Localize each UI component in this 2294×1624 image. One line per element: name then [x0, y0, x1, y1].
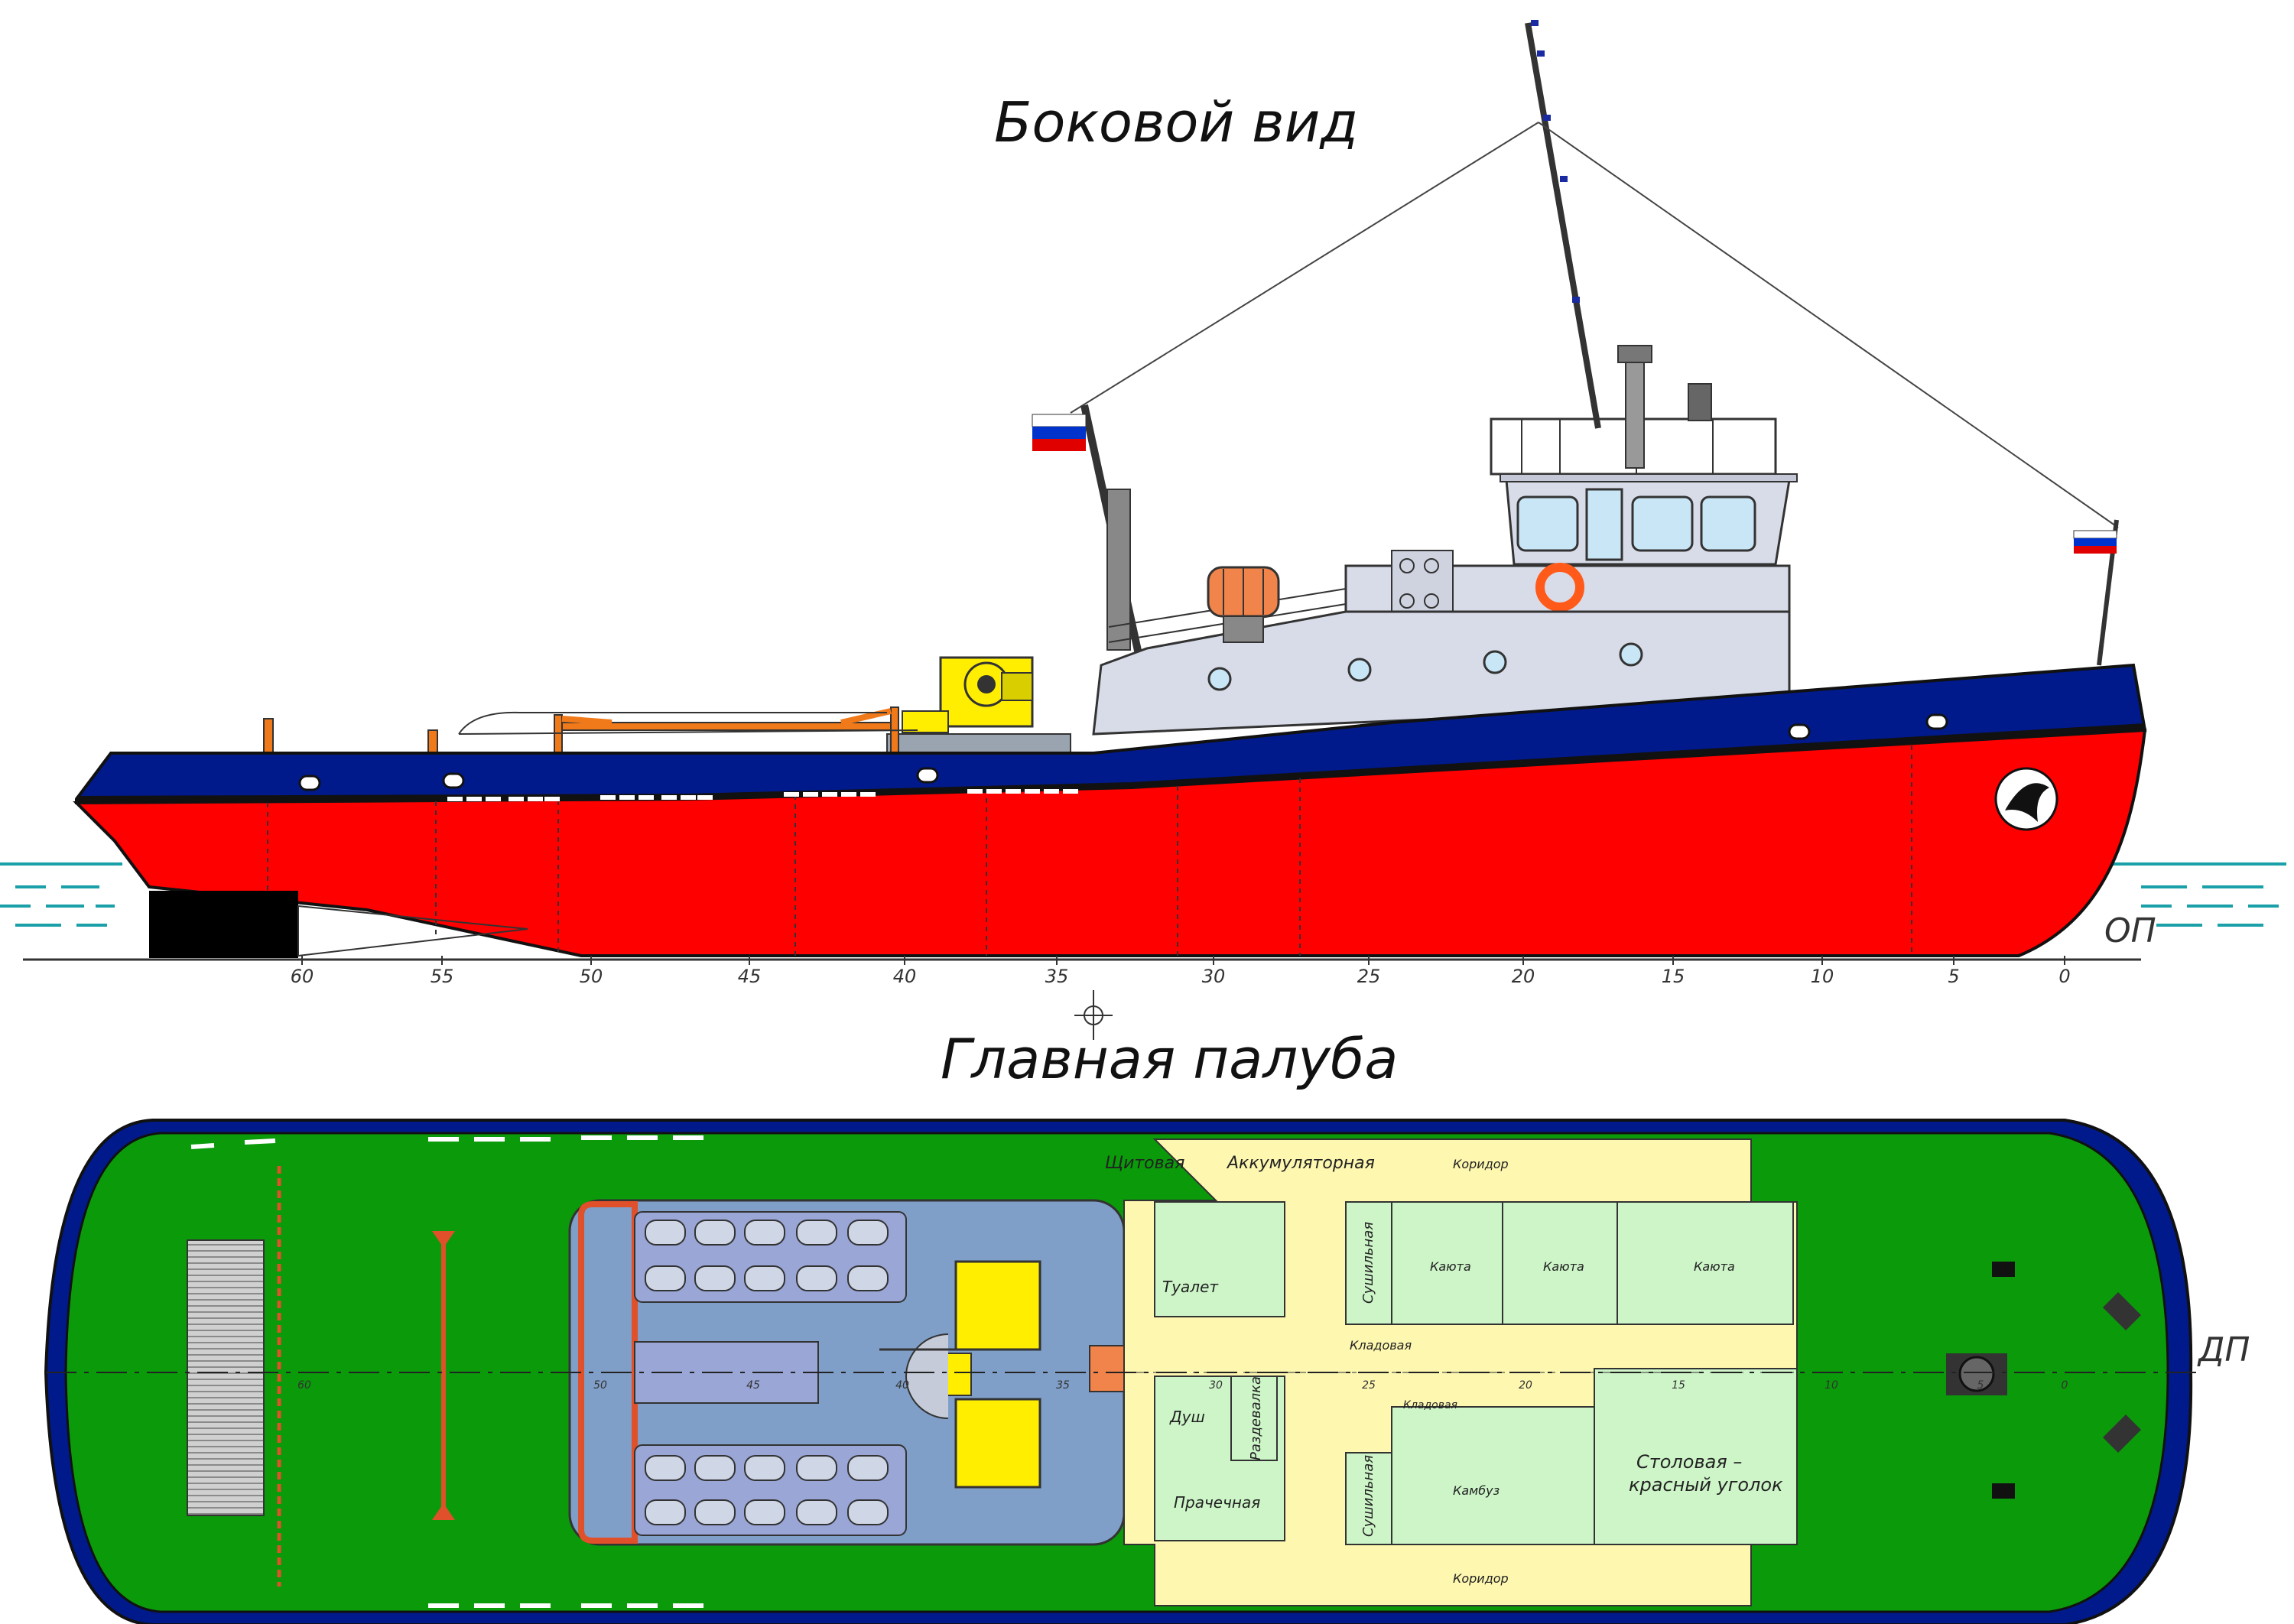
room-storeroom-2: Кладовая	[1403, 1399, 1457, 1411]
frame-number: 20	[1512, 966, 1535, 987]
plan-frame-number: 10	[1824, 1379, 1838, 1392]
hatch-oval	[796, 1220, 837, 1246]
frame-number: 40	[893, 966, 917, 987]
room-cabin-3: Каюта	[1694, 1259, 1735, 1274]
frame-number: 25	[1357, 966, 1381, 987]
frame-number: 45	[738, 966, 762, 987]
side-view-title: Боковой вид	[994, 90, 1358, 154]
hatch-oval	[744, 1499, 785, 1525]
frame-number: 60	[291, 966, 314, 987]
frame-number: 50	[580, 966, 603, 987]
hatch-oval	[744, 1265, 785, 1291]
hatch-oval	[645, 1220, 686, 1246]
centerline-label: ДП	[2197, 1330, 2250, 1369]
room-storeroom-1: Кладовая	[1350, 1338, 1412, 1353]
hatch-oval	[796, 1265, 837, 1291]
winch-plan	[879, 1260, 1140, 1489]
bow-flag	[2073, 519, 2119, 666]
hatch-oval	[645, 1455, 686, 1481]
frame-number: 30	[1202, 966, 1226, 987]
hatch-oval	[694, 1455, 736, 1481]
plan-frame-number: 45	[746, 1379, 760, 1392]
plan-frame-number: 25	[1362, 1379, 1376, 1392]
room-drying-top: Сушильная	[1360, 1222, 1376, 1304]
room-laundry: Прачечная	[1174, 1493, 1260, 1512]
aft-railing	[263, 706, 918, 765]
room-toilet: Туалет	[1162, 1278, 1219, 1296]
water-left	[0, 862, 122, 927]
plan-frame-number: 40	[895, 1379, 909, 1392]
frame-number: 15	[1662, 966, 1685, 987]
mast	[1070, 20, 2119, 528]
frame-number: 0	[2058, 966, 2070, 987]
plan-frame-number: 20	[1519, 1379, 1532, 1392]
room-mess-1: Столовая –	[1636, 1451, 1742, 1473]
hatch-oval	[744, 1220, 785, 1246]
hatch-oval	[645, 1499, 686, 1525]
superstructure	[1092, 345, 1798, 736]
hatch-oval	[847, 1455, 889, 1481]
hatch-oval	[694, 1265, 736, 1291]
plan-frame-number: 15	[1672, 1379, 1685, 1392]
plan-frame-number: 30	[1209, 1379, 1223, 1392]
main-deck-title: Главная палуба	[941, 1027, 1398, 1091]
plan-frame-number: 50	[593, 1379, 607, 1392]
baseline-label: ОП	[2104, 911, 2156, 950]
room-switchboard: Щитовая	[1105, 1154, 1184, 1173]
hatch-oval	[744, 1455, 785, 1481]
frame-number: 5	[1948, 966, 1959, 987]
hatch-oval	[847, 1265, 889, 1291]
towing-winch	[886, 656, 1071, 758]
room-cabin-1: Каюта	[1430, 1259, 1471, 1274]
water-right	[2088, 862, 2286, 927]
plan-frame-number: 35	[1056, 1379, 1070, 1392]
hatch-oval	[847, 1499, 889, 1525]
room-labels: Щитовая Аккумуляторная Коридор Коридор С…	[1105, 1154, 1783, 1586]
room-shower: Душ	[1169, 1408, 1205, 1426]
room-mess-2: красный уголок	[1629, 1474, 1783, 1496]
plan-frame-number: 60	[297, 1379, 311, 1392]
anchor-windlass	[1946, 1262, 2141, 1499]
aft-flag	[1032, 404, 1143, 659]
hatch-oval	[796, 1499, 837, 1525]
room-battery: Аккумуляторная	[1226, 1154, 1375, 1173]
plan-frame-number: 0	[2062, 1379, 2068, 1392]
room-galley: Камбуз	[1453, 1483, 1500, 1498]
frame-number: 55	[431, 966, 454, 987]
room-corridor-top: Коридор	[1453, 1157, 1509, 1171]
frame-number: 10	[1811, 966, 1834, 987]
room-changing: Раздевалка	[1248, 1376, 1264, 1460]
room-cabin-2: Каюта	[1543, 1259, 1584, 1274]
hatch-oval	[645, 1265, 686, 1291]
hatch-oval	[796, 1455, 837, 1481]
room-corridor-bottom: Коридор	[1453, 1571, 1509, 1586]
hatch-oval	[694, 1220, 736, 1246]
hatch-oval	[847, 1220, 889, 1246]
plan-frame-number: 5	[1977, 1379, 1984, 1392]
frame-number: 35	[1045, 966, 1069, 987]
hatch-oval	[694, 1499, 736, 1525]
room-drying-bottom: Сушильная	[1360, 1455, 1376, 1537]
life-raft	[1207, 566, 1280, 643]
hull	[73, 663, 2147, 958]
